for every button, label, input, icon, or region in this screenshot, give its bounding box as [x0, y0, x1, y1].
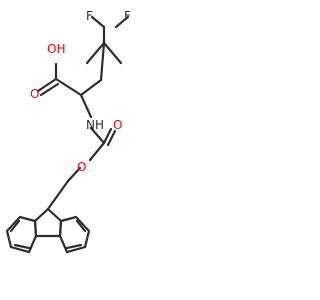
amine-nitrogen-label: NH	[86, 118, 104, 132]
carbamate-carbonyl-oxygen-label: O	[113, 118, 122, 132]
bond-carboxyl-double-o-b	[39, 82, 60, 97]
bond-quaternary-to-methyl-left	[85, 41, 106, 65]
bond-c9-to-left-ring	[33, 207, 50, 223]
bond-quaternary-to-methylene	[99, 41, 106, 82]
bond-f-left	[90, 15, 106, 29]
bond-ester-o-to-ch2	[66, 166, 82, 183]
bond-carbamate-double-o-b	[106, 129, 117, 147]
hydroxyl-label: OH	[47, 42, 65, 56]
right-ring-inner-bond-2	[65, 243, 83, 250]
bond-nitrogen-to-carbamate-carbon	[89, 126, 106, 145]
left-ring-inner-bond-2	[13, 243, 31, 250]
bond-carbamate-to-ester-o	[88, 141, 106, 162]
bond-f-right	[114, 15, 130, 29]
carbamate-ester-oxygen-label: O	[77, 160, 86, 174]
bond-layer	[5, 15, 130, 254]
bond-methylene-to-alpha-carbon	[79, 78, 103, 97]
molecule-structure: F F OH O NH O O	[5, 9, 131, 254]
fluorene-inner-bond-right	[58, 219, 63, 238]
bond-carbamate-double-o-a	[102, 127, 113, 145]
bond-alpha-to-carboxyl-carbon	[54, 77, 83, 97]
atom-label-layer: F F OH O NH O O	[30, 9, 131, 174]
right-ring-inner-bond-1	[75, 219, 87, 233]
carboxyl-oxygen-label: O	[30, 87, 39, 101]
fluorine-right-label: F	[124, 9, 131, 23]
bond-ch2-to-fluorenyl-c9	[46, 179, 70, 211]
fluorene-inner-bond-left	[33, 219, 38, 238]
bond-alpha-to-nitrogen	[79, 93, 93, 119]
bond-carboxyl-double-o-a	[36, 77, 58, 93]
bond-c9-to-right-ring	[46, 207, 63, 223]
fluorine-left-label: F	[86, 9, 93, 23]
left-ring-inner-bond-1	[9, 219, 21, 233]
bond-quaternary-to-methyl-right	[102, 41, 123, 65]
